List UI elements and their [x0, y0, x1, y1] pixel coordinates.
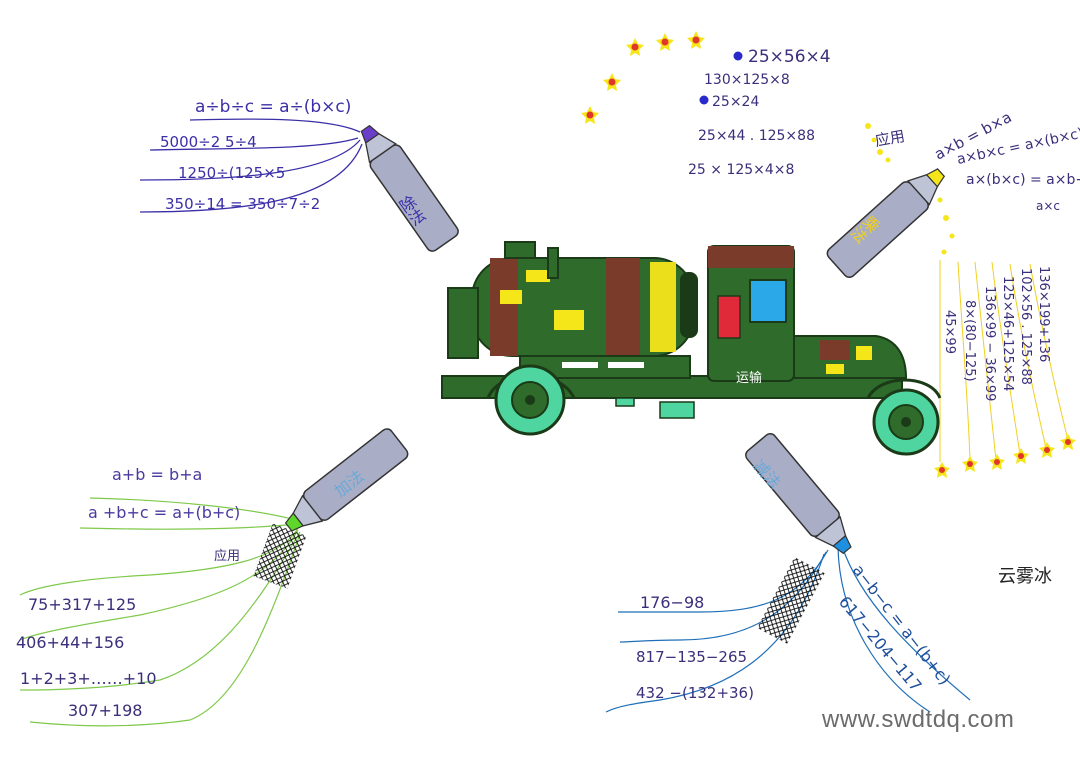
tank-stripe: [606, 258, 640, 356]
tanker-truck-illustration: 运输: [441, 241, 942, 456]
hood-patch: [856, 346, 872, 360]
front-wheel: [872, 388, 940, 456]
addition-rule: a +b+c = a+(b+c): [88, 503, 240, 522]
tank-hatch: [504, 241, 536, 259]
vent-slot: [608, 362, 644, 368]
multiplication-vertical: 102×56 . 125×88: [1018, 268, 1033, 385]
running-board: [659, 401, 695, 419]
subtraction-example: 432 −(132+36): [636, 684, 754, 702]
cab-door-text: 运输: [736, 370, 762, 386]
multiplication-example: 25 × 125×4×8: [688, 162, 794, 178]
division-marker: 除法: [360, 124, 459, 252]
multiplication-vertical: 125×46+125×54: [1000, 276, 1015, 391]
addition-example: 1+2+3+……+10: [20, 669, 157, 688]
division-example: 5000÷2 5÷4: [160, 133, 257, 151]
tank-stripe: [490, 258, 518, 356]
subtraction-branch: a−b−c = a−(b+c) 617−204−117 176−98 817−1…: [605, 433, 971, 713]
addition-example: 75+317+125: [28, 595, 136, 614]
author-signature: 云雾冰: [998, 566, 1052, 587]
division-branch: a÷b÷c = a÷(b×c) 5000÷2 5÷4 1250÷(125×5 3…: [139, 97, 459, 252]
addition-apply-label: 应用: [214, 548, 240, 564]
subtraction-example: 176−98: [640, 593, 704, 612]
star-arc: [581, 31, 705, 124]
addition-marker: [284, 428, 409, 532]
multiplication-vertical: 136×199+136: [1036, 266, 1051, 362]
vertical-guides: [939, 260, 1069, 462]
vent-slot: [562, 362, 598, 368]
spare-tire: [680, 272, 698, 338]
cab-roof-stripe: [708, 246, 794, 268]
multiplication-vertical: 136×99 − 36×99: [982, 286, 997, 401]
bullet-dot: [699, 95, 709, 105]
division-example: 350÷14 = 350÷7÷2: [165, 195, 320, 213]
subtraction-example: 817−135−265: [636, 648, 747, 666]
multiplication-example: 130×125×8: [704, 72, 790, 88]
watermark: www.swdtdq.com: [822, 706, 1015, 733]
addition-rule: a+b = b+a: [112, 465, 202, 484]
multiplication-example: 25×44 . 125×88: [698, 128, 815, 144]
addition-example: 406+44+156: [16, 633, 124, 652]
division-example: 1250÷(125×5: [178, 164, 285, 182]
tank-patch: [500, 290, 522, 304]
tank-patch: [526, 270, 550, 282]
subtraction-marker: [745, 433, 852, 555]
cab-window: [749, 279, 787, 323]
multiplication-apply-label: 应用: [874, 127, 907, 150]
tank-stripe: [650, 262, 676, 352]
spark-cluster: [865, 123, 955, 255]
front-fender: [866, 378, 942, 399]
step: [615, 397, 635, 407]
mesh-texture: [757, 557, 825, 644]
multiplication-vertical: 45×99: [942, 310, 957, 354]
rear-wheel: [494, 364, 566, 436]
division-rule: a÷b÷c = a÷(b×c): [195, 97, 351, 117]
multiplication-rule: a×(b×c) = a×b+: [966, 172, 1080, 188]
tank-patch: [554, 310, 584, 330]
hood-patch: [820, 340, 850, 360]
multiplication-example: 25×56×4: [748, 47, 831, 67]
cab-door-panel: [717, 295, 741, 339]
multiplication-example: 25×24: [712, 94, 759, 110]
multiplication-vertical: 8×(80−125): [962, 300, 977, 382]
addition-branch: a+b = b+a a +b+c = a+(b+c) 应用 75+317+125…: [16, 428, 409, 727]
addition-example: 307+198: [68, 701, 142, 720]
hood-patch: [826, 364, 844, 374]
rear-pump: [447, 287, 479, 359]
multiplication-marker: 乘法: [826, 168, 946, 278]
bullet-dot: [733, 51, 743, 61]
mesh-texture: [253, 523, 307, 589]
multiplication-branch: 25×56×4 130×125×8 25×24 25×44 . 125×88 2…: [581, 31, 1080, 478]
vertical-stars: [934, 434, 1076, 478]
multiplication-rule: a×c: [1036, 199, 1060, 213]
division-branch-lines: [139, 118, 363, 213]
tank-pipe: [547, 247, 559, 279]
